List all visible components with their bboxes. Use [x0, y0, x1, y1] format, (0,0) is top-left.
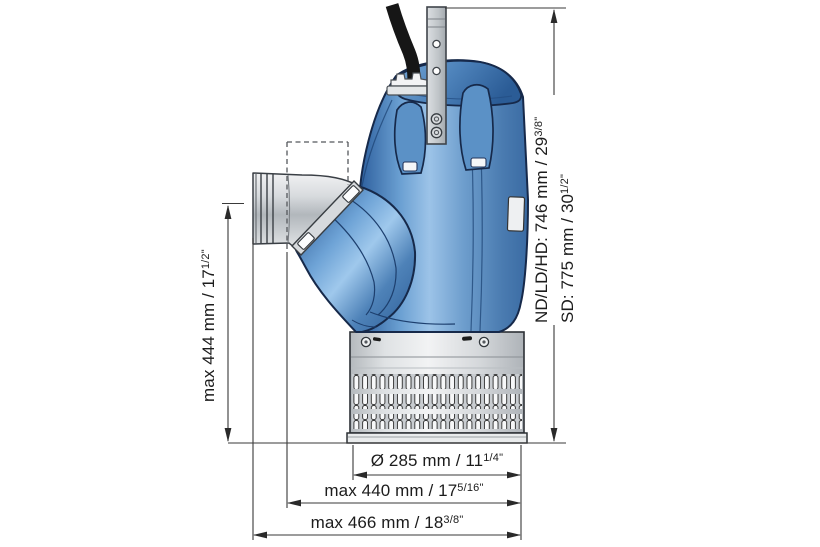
housing-side-clip: [506, 196, 526, 232]
dim-text: Ø 285 mm / 11: [370, 451, 484, 470]
strainer-bolt-left: [360, 336, 381, 348]
dim-fraction: 5/16": [457, 481, 484, 494]
arrow-left-icon: [353, 471, 367, 479]
pump-illustration: [252, 3, 529, 444]
strainer-slots: [352, 374, 522, 429]
dim-text: max 444 mm / 17: [199, 269, 218, 402]
dim-text: SD: 775 mm / 30: [558, 193, 577, 323]
dim-fraction: 1/2": [199, 249, 212, 270]
volute-line-1: [347, 197, 397, 316]
dim-text: max 440 mm / 17: [324, 481, 458, 500]
volute-line-2: [329, 214, 376, 316]
handle-bolt-upper: [430, 113, 443, 125]
arrow-right-icon: [507, 499, 521, 507]
handle-bar: [426, 6, 447, 145]
dim-fraction: 3/8": [532, 116, 545, 137]
power-cable-assembly: [385, 3, 432, 96]
arrow-up-icon: [224, 205, 232, 219]
dim-label-max-width-466: max 466 mm / 183/8": [253, 513, 521, 535]
alternate-outlet-dashed-outline: [286, 141, 349, 249]
dim-text: max 466 mm / 18: [310, 513, 444, 532]
arrow-up-icon: [550, 9, 558, 23]
outlet-flange: [291, 179, 364, 257]
dim-label-strainer-diameter: Ø 285 mm / 111/4": [353, 451, 521, 473]
flange-bolt-top: [342, 185, 360, 203]
arrow-down-icon: [550, 428, 558, 442]
dim-fraction: 1/4": [483, 451, 504, 464]
dimension-arrowheads: [224, 9, 558, 539]
volute-line-3: [369, 311, 456, 325]
lifting-strap-right: [459, 83, 494, 171]
handle-hole-bottom: [432, 66, 441, 76]
arrow-down-icon: [224, 428, 232, 442]
arrow-left-icon: [287, 499, 301, 507]
strainer-bottom-plate: [346, 432, 528, 444]
coupling-seam: [287, 174, 291, 244]
dim-label-discharge-height: max 444 mm / 171/2": [199, 249, 221, 402]
arrow-right-icon: [507, 531, 521, 539]
dim-label-max-width-440: max 440 mm / 175/16": [287, 481, 521, 503]
strainer: [346, 331, 528, 444]
housing-crease-left: [361, 99, 393, 187]
dim-label-total-height-sd: SD: 775 mm / 301/2": [558, 174, 580, 323]
dimension-graphics: [222, 7, 566, 540]
flange-bolt-bottom: [297, 232, 315, 250]
discharge-outlet: [252, 141, 364, 257]
handle-bolt-lower: [430, 126, 443, 139]
dim-text: ND/LD/HD: 746 mm / 29: [532, 136, 551, 323]
lifting-strap-left: [393, 101, 427, 175]
dim-fraction: 3/8": [443, 513, 464, 526]
volute-line-4: [351, 319, 377, 328]
handle-hole-top: [432, 39, 441, 49]
strainer-bolt-right: [462, 336, 490, 348]
arrow-left-icon: [253, 531, 267, 539]
dim-fraction: 1/2": [558, 173, 571, 194]
dim-label-total-height-nd-ld-hd: ND/LD/HD: 746 mm / 293/8": [532, 117, 554, 323]
lifting-handle-bracket: [426, 6, 447, 145]
arrow-right-icon: [507, 471, 521, 479]
